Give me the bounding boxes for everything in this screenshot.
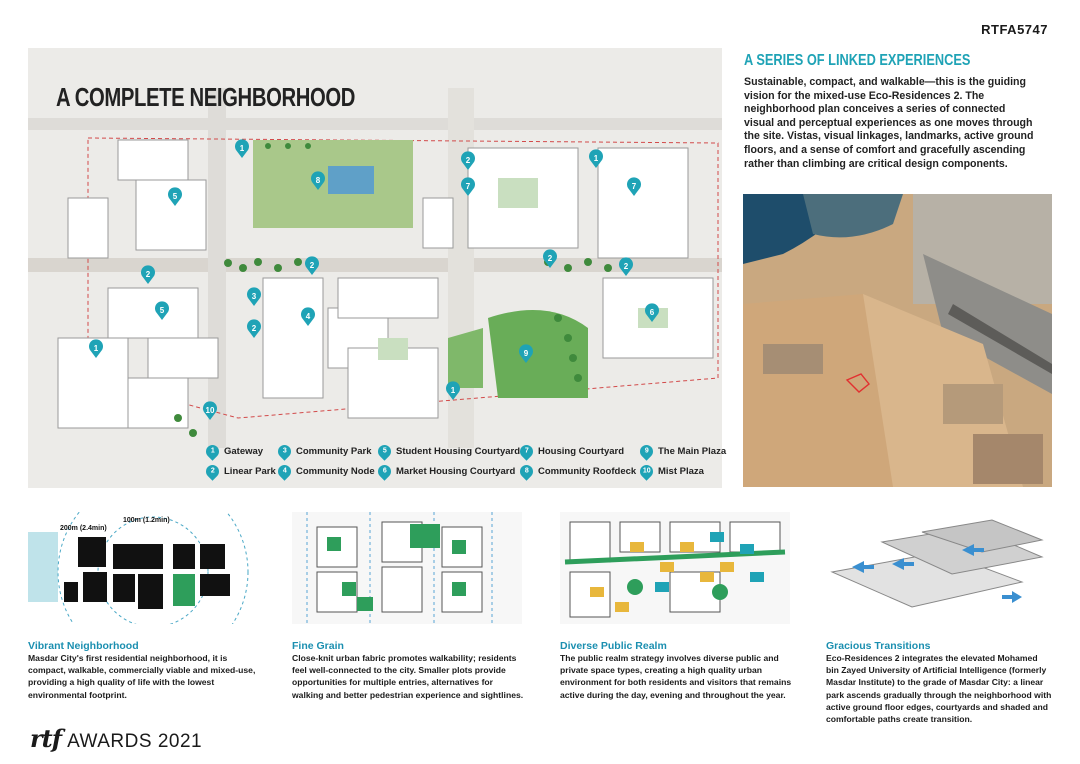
map-pin-7: 7 bbox=[627, 177, 642, 196]
diagram-public-realm bbox=[560, 512, 790, 624]
panel-vibrant-neighborhood: Vibrant Neighborhood Masdar City's first… bbox=[28, 640, 258, 758]
panel-title: Fine Grain bbox=[292, 640, 344, 652]
svg-text:2: 2 bbox=[624, 262, 629, 271]
map-pin-1: 1 bbox=[89, 339, 104, 358]
svg-text:2: 2 bbox=[146, 270, 151, 279]
diagram-vibrant-neighborhood: 200m (2.4min) 100m (1.2min) bbox=[28, 476, 253, 668]
svg-text:9: 9 bbox=[524, 349, 529, 358]
document-id: RTFA5747 bbox=[981, 22, 1048, 37]
svg-text:1: 1 bbox=[451, 386, 456, 395]
map-pin-1: 1 bbox=[589, 149, 603, 168]
panel-title: Diverse Public Realm bbox=[560, 640, 667, 652]
legend-item-gateway: 1 Gateway bbox=[203, 442, 263, 461]
diagram-gracious-transitions bbox=[822, 512, 1052, 624]
legend-item-housing-courtyard: 7 Housing Courtyard bbox=[517, 442, 624, 461]
section-heading: A SERIES OF LINKED EXPERIENCES bbox=[744, 52, 971, 69]
svg-text:1: 1 bbox=[240, 144, 245, 153]
map-pin-2: 2 bbox=[141, 265, 155, 284]
map-pin-8: 8 bbox=[311, 171, 326, 190]
map-legend: 1 Gateway 2 Linear Park 3 Community Park… bbox=[200, 441, 726, 485]
legend-item-linear-park: 2 Linear Park bbox=[203, 462, 276, 481]
map-pin-icon: 8 bbox=[517, 462, 536, 481]
main-title: A COMPLETE NEIGHBORHOOD bbox=[56, 82, 355, 112]
map-pin-icon: 4 bbox=[275, 462, 294, 481]
svg-text:7: 7 bbox=[466, 182, 471, 191]
map-pin-icon: 2 bbox=[203, 462, 222, 481]
svg-text:1: 1 bbox=[594, 154, 599, 163]
panel-title: Vibrant Neighborhood bbox=[28, 640, 139, 652]
brand-text: AWARDS 2021 bbox=[67, 731, 203, 752]
legend-item-community-node: 4 Community Node bbox=[275, 462, 375, 481]
panel-fine-grain: Fine Grain Close-knit urban fabric promo… bbox=[292, 640, 524, 758]
section-body: Sustainable, compact, and walkable—this … bbox=[744, 76, 1034, 170]
svg-text:2: 2 bbox=[466, 156, 471, 165]
map-pin-icon: 5 bbox=[375, 442, 394, 461]
map-pin-icon: 3 bbox=[275, 442, 294, 461]
panel-body: Eco-Residences 2 integrates the elevated… bbox=[826, 653, 1052, 725]
panel-body: Close-knit urban fabric promotes walkabi… bbox=[292, 653, 524, 700]
dimension-label-100m: 100m (1.2min) bbox=[123, 517, 170, 524]
map-pin-10: 10 bbox=[202, 401, 217, 420]
map-pin-icon: 10 bbox=[637, 462, 656, 481]
svg-text:5: 5 bbox=[160, 306, 165, 315]
map-pin-5: 5 bbox=[155, 301, 169, 320]
svg-text:6: 6 bbox=[650, 308, 655, 317]
map-pin-2: 2 bbox=[247, 319, 261, 338]
legend-item-main-plaza: 9 The Main Plaza bbox=[637, 442, 726, 461]
map-pin-icon: 1 bbox=[203, 442, 222, 461]
legend-item-community-roofdeck: 8 Community Roofdeck bbox=[517, 462, 636, 481]
svg-text:2: 2 bbox=[252, 324, 257, 333]
panel-body: The public realm strategy involves diver… bbox=[560, 653, 792, 700]
diagram-fine-grain bbox=[292, 512, 522, 624]
legend-item-market-housing: 6 Market Housing Courtyard bbox=[375, 462, 515, 481]
rtf-awards-logo: rtf AWARDS 2021 bbox=[30, 724, 202, 753]
map-pin-4: 4 bbox=[301, 307, 315, 326]
panel-title: Gracious Transitions bbox=[826, 640, 931, 652]
svg-text:10: 10 bbox=[206, 406, 215, 415]
svg-text:8: 8 bbox=[316, 176, 321, 185]
map-pin-9: 9 bbox=[519, 344, 534, 363]
brand-logo: rtf bbox=[30, 724, 62, 753]
map-pin-1: 1 bbox=[235, 139, 250, 158]
map-pin-icon: 6 bbox=[375, 462, 394, 481]
svg-text:1: 1 bbox=[94, 344, 99, 353]
map-pin-2: 2 bbox=[305, 256, 319, 275]
map-pin-icon: 7 bbox=[517, 442, 536, 461]
aerial-photo bbox=[743, 194, 1052, 487]
panel-public-realm: Diverse Public Realm The public realm st… bbox=[560, 640, 792, 758]
svg-text:2: 2 bbox=[548, 254, 553, 263]
panel-gracious-transitions: Gracious Transitions Eco-Residences 2 in… bbox=[826, 640, 1052, 758]
map-pin-5: 5 bbox=[168, 187, 183, 206]
dimension-label-200m: 200m (2.4min) bbox=[60, 525, 107, 532]
map-pin-1: 1 bbox=[446, 381, 460, 400]
svg-text:5: 5 bbox=[173, 192, 178, 201]
legend-item-mist-plaza: 10 Mist Plaza bbox=[637, 462, 704, 481]
map-pin-2: 2 bbox=[461, 151, 476, 170]
legend-item-community-park: 3 Community Park bbox=[275, 442, 372, 461]
map-pin-6: 6 bbox=[645, 303, 659, 322]
map-pin-3: 3 bbox=[247, 287, 261, 306]
map-pin-2: 2 bbox=[543, 249, 557, 268]
map-pin-2: 2 bbox=[619, 257, 633, 276]
svg-text:2: 2 bbox=[310, 261, 315, 270]
map-pin-icon: 9 bbox=[637, 442, 656, 461]
map-pin-7: 7 bbox=[461, 177, 476, 196]
legend-item-student-housing: 5 Student Housing Courtyard bbox=[375, 442, 520, 461]
panel-body: Masdar City's first residential neighbor… bbox=[28, 653, 256, 700]
svg-text:7: 7 bbox=[632, 182, 637, 191]
svg-text:4: 4 bbox=[306, 312, 311, 321]
svg-text:3: 3 bbox=[252, 292, 257, 301]
